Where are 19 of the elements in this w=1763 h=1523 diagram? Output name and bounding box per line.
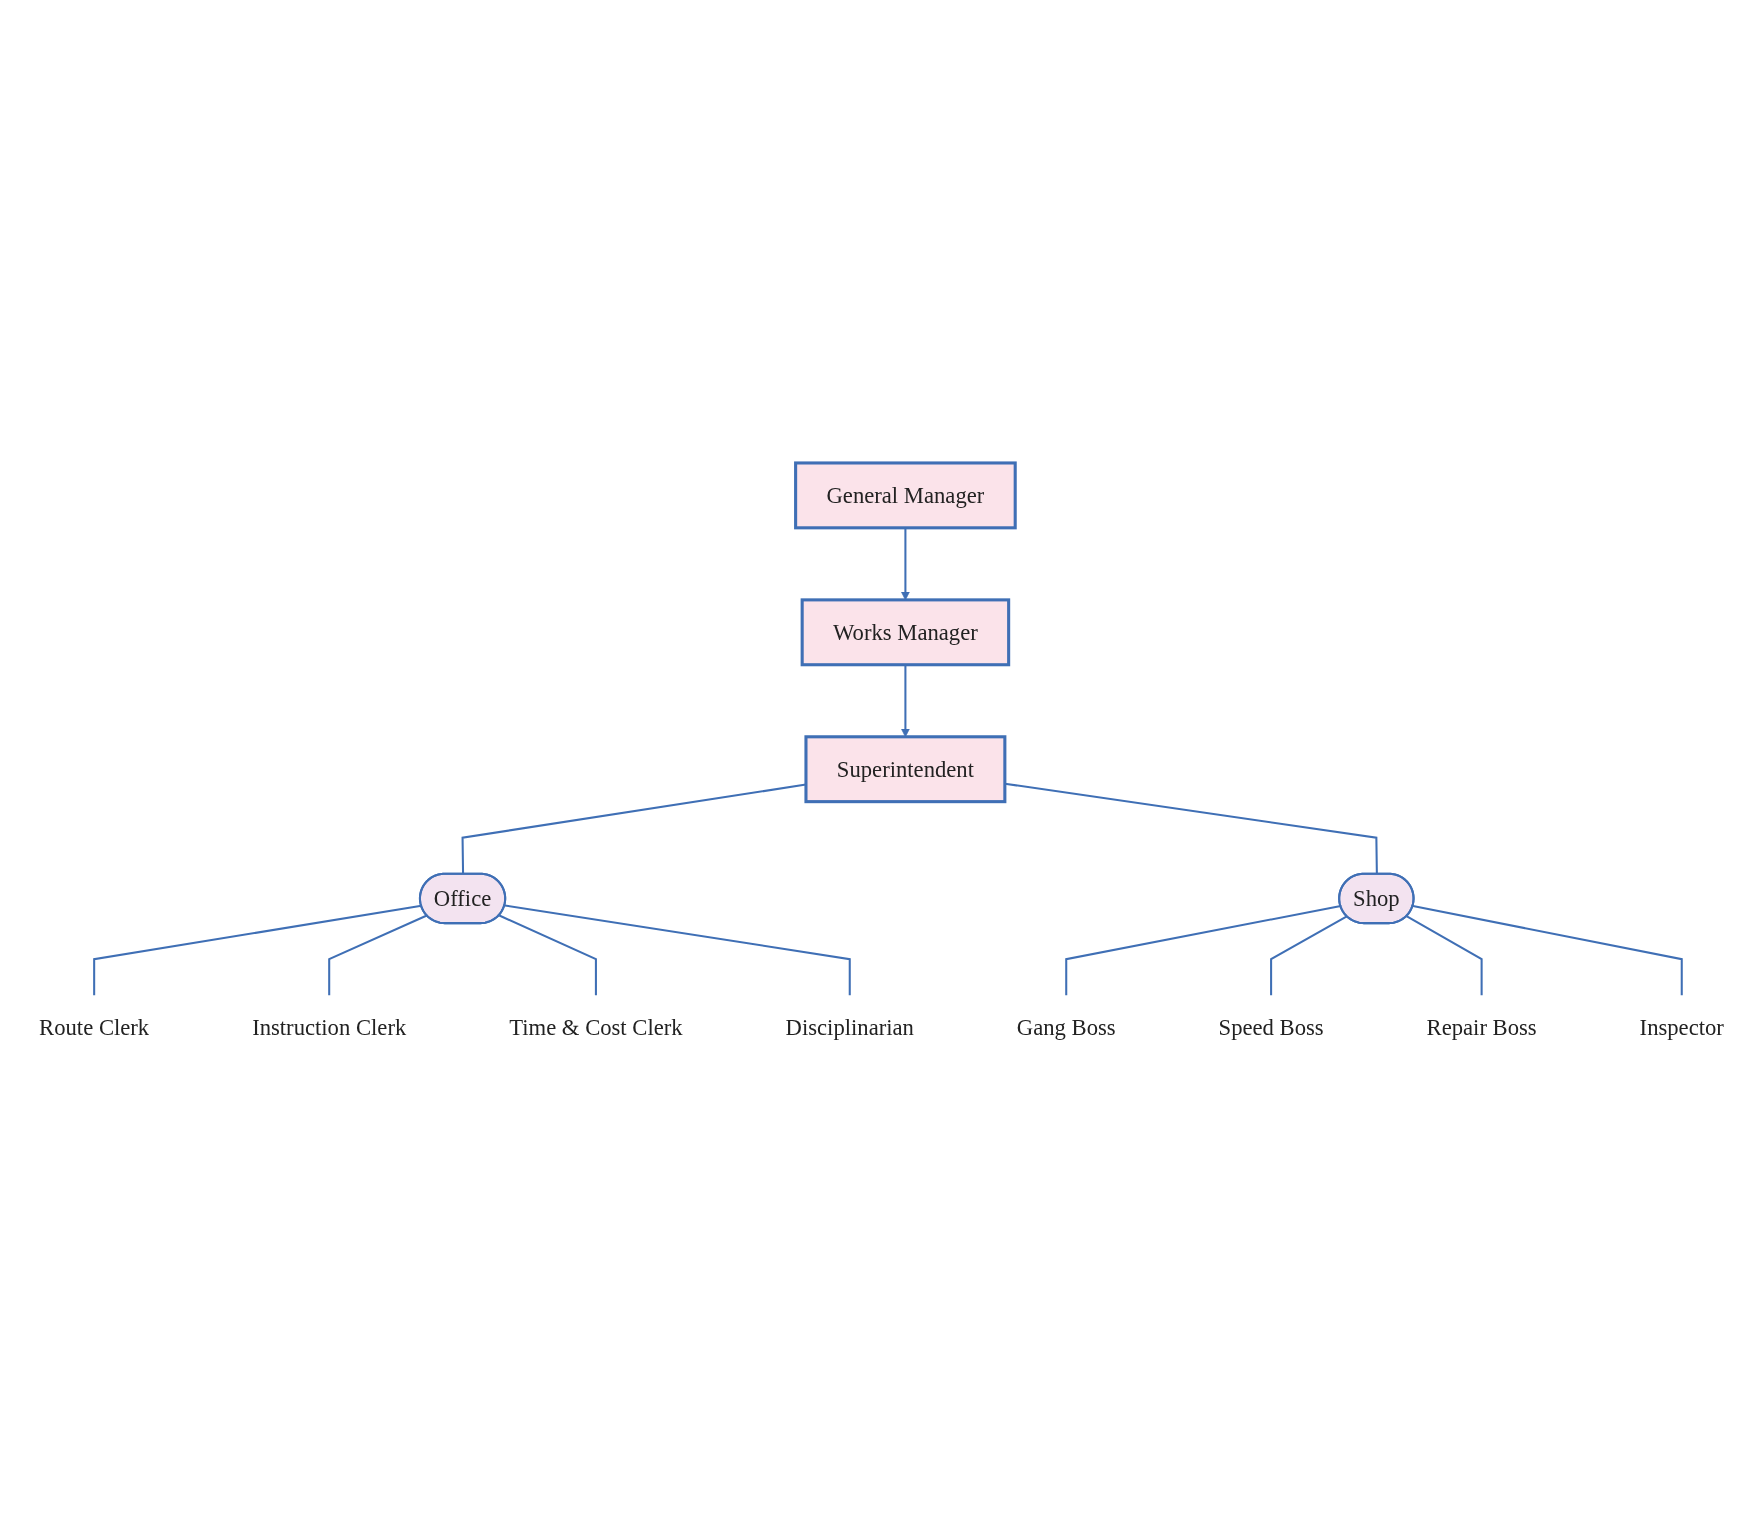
node-text: Repair Boss [1426,1014,1537,1041]
node-text: Route Clerk [39,1014,150,1041]
connector [328,914,428,996]
node-text: Inspector [1639,1014,1724,1041]
node-box: Superintendent [804,735,1007,804]
connector [1406,915,1483,996]
connector [93,904,422,996]
node-text: Disciplinarian [785,1014,914,1041]
connector [1065,905,1341,996]
node-text: Gang Boss [1016,1014,1116,1041]
connector [504,904,851,996]
node-box: General Manager [794,461,1017,530]
connector [1412,905,1683,996]
node-box: Works Manager [800,598,1011,667]
connector [498,914,597,996]
connector [1270,915,1348,996]
node-text: Speed Boss [1218,1014,1324,1041]
node-text: Time & Cost Clerk [509,1014,683,1041]
node-text: Instruction Clerk [252,1014,407,1041]
